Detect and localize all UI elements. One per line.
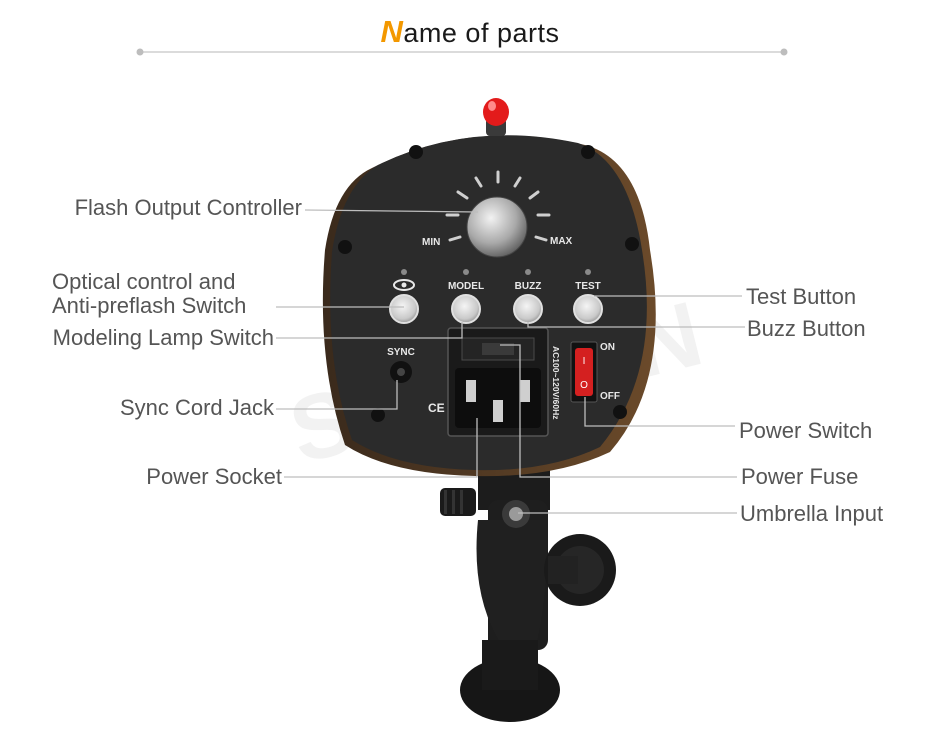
label-flash-output-controller: Flash Output Controller [74, 195, 302, 220]
callout-buzz [527, 322, 745, 328]
label-sync-cord-jack: Sync Cord Jack [119, 395, 274, 420]
flash-output-knob[interactable] [466, 196, 528, 258]
label-buzz-button: Buzz Button [747, 316, 866, 341]
min-label: MIN [422, 237, 440, 248]
optical-switch-button[interactable] [389, 294, 419, 324]
switch-on-glyph: I [583, 356, 586, 367]
label-test-button: Test Button [746, 284, 857, 309]
callout-power-socket [284, 418, 478, 478]
callout-power-switch [584, 397, 735, 427]
callout-sync [276, 380, 398, 410]
buzz-led [525, 269, 531, 275]
off-label: OFF [600, 391, 620, 402]
screw-bottom-left [371, 408, 385, 422]
power-switch[interactable]: I O [570, 341, 598, 403]
label-power-fuse: Power Fuse [741, 464, 859, 489]
label-modeling-lamp-switch: Modeling Lamp Switch [52, 325, 274, 350]
rating-label: AC100~120V/60Hz [551, 346, 561, 419]
screw-top-right [581, 145, 595, 159]
buzz-label: BUZZ [515, 281, 542, 292]
sync-cord-jack[interactable] [390, 361, 412, 383]
eye-icon [393, 279, 415, 291]
max-label: MAX [550, 236, 573, 247]
model-label: MODEL [448, 281, 484, 292]
umbrella-input[interactable] [502, 500, 530, 528]
screw-bottom-right [613, 405, 627, 419]
tilt-knob-left [440, 488, 476, 516]
callout-power-fuse [500, 344, 737, 478]
output-scale [445, 170, 551, 242]
test-led [585, 269, 591, 275]
callout-modeling [276, 322, 463, 339]
callout-lines [276, 209, 745, 514]
buzz-button[interactable] [513, 294, 543, 324]
label-optical-control-line2: Anti-preflash Switch [52, 293, 247, 318]
screw-mid-left [338, 240, 352, 254]
label-umbrella-input: Umbrella Input [740, 501, 884, 526]
page-title: Name of parts [0, 14, 940, 50]
screw-top-left [409, 145, 423, 159]
test-label: TEST [575, 281, 601, 292]
modeling-lamp-button[interactable] [451, 294, 481, 324]
callout-flash-output [304, 209, 479, 213]
tilt-knob-right [544, 534, 616, 606]
title-first-letter: N [380, 14, 404, 49]
label-power-socket: Power Socket [146, 464, 282, 489]
ce-mark: CE [428, 401, 445, 415]
switch-off-glyph: O [580, 380, 588, 391]
test-button[interactable] [573, 294, 603, 324]
optical-led [401, 269, 407, 275]
label-optical-control-line1: Optical control and [52, 269, 236, 294]
title-rule [136, 48, 788, 56]
sync-label: SYNC [387, 347, 415, 358]
screw-mid-right [625, 237, 639, 251]
on-label: ON [600, 342, 615, 353]
title-rest: ame of parts [403, 18, 560, 48]
label-power-switch: Power Switch [739, 418, 873, 443]
model-led [463, 269, 469, 275]
power-fuse[interactable] [482, 343, 514, 355]
body-panel [330, 135, 647, 471]
ready-lamp [483, 98, 509, 136]
bracket [460, 470, 560, 722]
